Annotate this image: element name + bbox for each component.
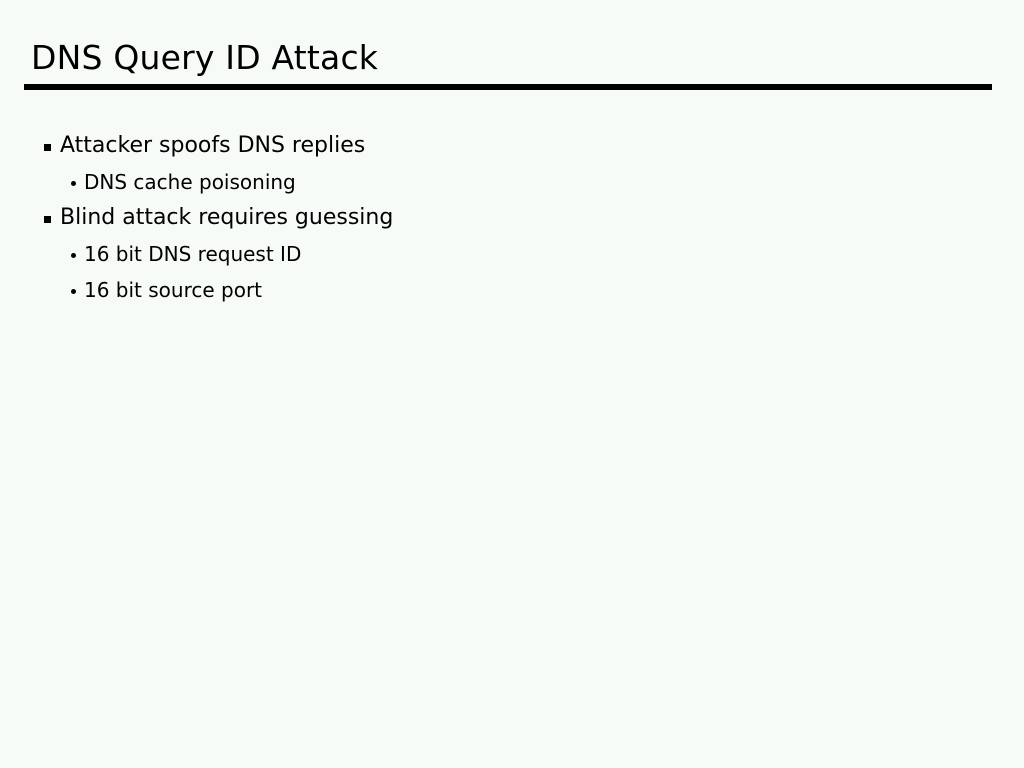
list-item: Attacker spoofs DNS replies	[0, 128, 1024, 164]
list-item-label: 16 bit source port	[84, 278, 263, 302]
square-bullet-icon	[44, 215, 51, 223]
dot-bullet-icon	[71, 252, 76, 258]
list-item: Blind attack requires guessing	[0, 200, 1024, 236]
title-divider	[24, 84, 992, 90]
list-item-label: 16 bit DNS request ID	[84, 242, 302, 266]
square-bullet-icon	[44, 143, 51, 151]
list-item-label: DNS cache poisoning	[84, 170, 296, 194]
dot-bullet-icon	[71, 288, 76, 294]
dot-bullet-icon	[71, 180, 76, 186]
page-title: DNS Query ID Attack	[31, 38, 379, 77]
list-item: 16 bit DNS request ID	[0, 236, 1024, 272]
list-item-label: Blind attack requires guessing	[60, 205, 394, 230]
list-item: DNS cache poisoning	[0, 164, 1024, 200]
list-item: 16 bit source port	[0, 272, 1024, 308]
list-item-label: Attacker spoofs DNS replies	[60, 133, 366, 158]
slide-body-bullet-list: Attacker spoofs DNS replies DNS cache po…	[0, 128, 1024, 308]
